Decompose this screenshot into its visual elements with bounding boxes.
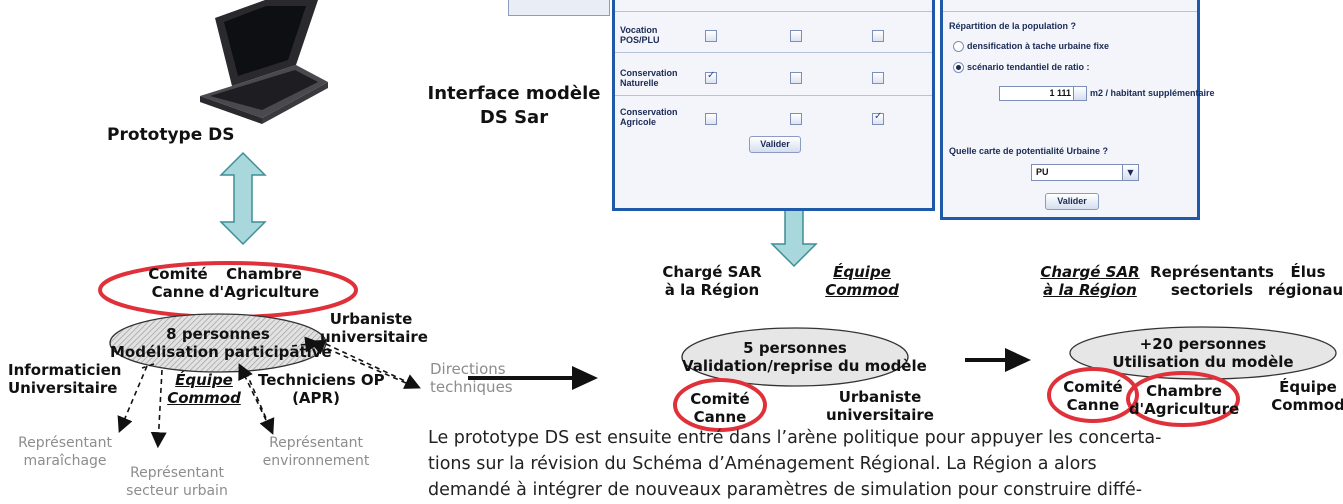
- checkbox-agricole-1[interactable]: [705, 113, 717, 125]
- dashed-arrow-urbain: [150, 369, 167, 449]
- option-scenario: scénario tendantiel de ratio :: [967, 62, 1090, 72]
- checkbox-agricole-3[interactable]: [872, 111, 884, 125]
- paragraph-line-3: demandé à intégrer de nouveaux paramètre…: [428, 480, 1143, 500]
- paragraph-line-2: tions sur la révision du Schéma d’Aménag…: [428, 454, 1097, 474]
- checkbox-naturelle-2[interactable]: [790, 72, 802, 84]
- checkbox-agricole-2[interactable]: [790, 113, 802, 125]
- ratio-unit: m2 / habitant supplémentaire: [1090, 88, 1215, 98]
- middle-red-ellipse-comite: [673, 378, 767, 432]
- arrow-middle-to-right: [965, 348, 1031, 372]
- arrow-left-to-middle: [468, 366, 598, 390]
- paragraph-line-1: Le prototype DS est ensuite entré dans l…: [428, 428, 1162, 448]
- middle-gray-ellipse: [681, 327, 909, 387]
- prototype-title: Prototype DS: [107, 125, 235, 145]
- dashed-arrow-env-back: [238, 363, 267, 421]
- population-window: Répartition de la population ? densifica…: [940, 0, 1215, 220]
- radio-scenario[interactable]: [953, 62, 964, 73]
- dashed-arrow-directions-back: [309, 339, 407, 384]
- select-value: PU: [1036, 167, 1049, 177]
- dashed-arrow-maraichage: [117, 365, 148, 433]
- body-paragraph: Le prototype DS est ensuite entré dans l…: [428, 425, 1338, 503]
- left-techniciens: Techniciens OP(APR): [258, 371, 385, 407]
- question-repartition: Répartition de la population ?: [949, 21, 1076, 31]
- dashed-arrow-directions: [325, 343, 421, 389]
- right-elus: Élusrégionaux: [1268, 263, 1343, 299]
- question-potentialite: Quelle carte de potentialité Urbaine ?: [949, 146, 1109, 156]
- right-red-ellipse-chambre: [1126, 371, 1240, 427]
- checkbox-vocation-2[interactable]: [790, 30, 802, 42]
- chevron-down-icon[interactable]: ▼: [1122, 165, 1138, 180]
- potentialite-select[interactable]: PU ▼: [1031, 164, 1139, 181]
- criteria-submit-button[interactable]: Valider: [749, 136, 801, 153]
- checkbox-vocation-3[interactable]: [872, 30, 884, 42]
- checkbox-naturelle-3[interactable]: [872, 72, 884, 84]
- dashed-arrow-env: [245, 371, 275, 435]
- option-densification: densification à tache urbaine fixe: [967, 41, 1110, 51]
- dashed-arrow-informaticien: [141, 363, 155, 369]
- right-red-ellipse-comite: [1047, 367, 1139, 423]
- ratio-input[interactable]: 1 111: [999, 86, 1075, 101]
- left-double-arrow: [219, 151, 267, 246]
- checkbox-naturelle-1[interactable]: [705, 70, 717, 84]
- population-submit-button[interactable]: Valider: [1045, 193, 1099, 210]
- ratio-spinner[interactable]: [1073, 86, 1087, 101]
- laptop-icon: [200, 0, 328, 124]
- checkbox-vocation-1[interactable]: [705, 30, 717, 42]
- right-gray-ellipse: [1069, 326, 1337, 380]
- window-fragment: [508, 0, 610, 16]
- ratio-value: 1 111: [1049, 88, 1071, 98]
- radio-densification[interactable]: [953, 41, 964, 52]
